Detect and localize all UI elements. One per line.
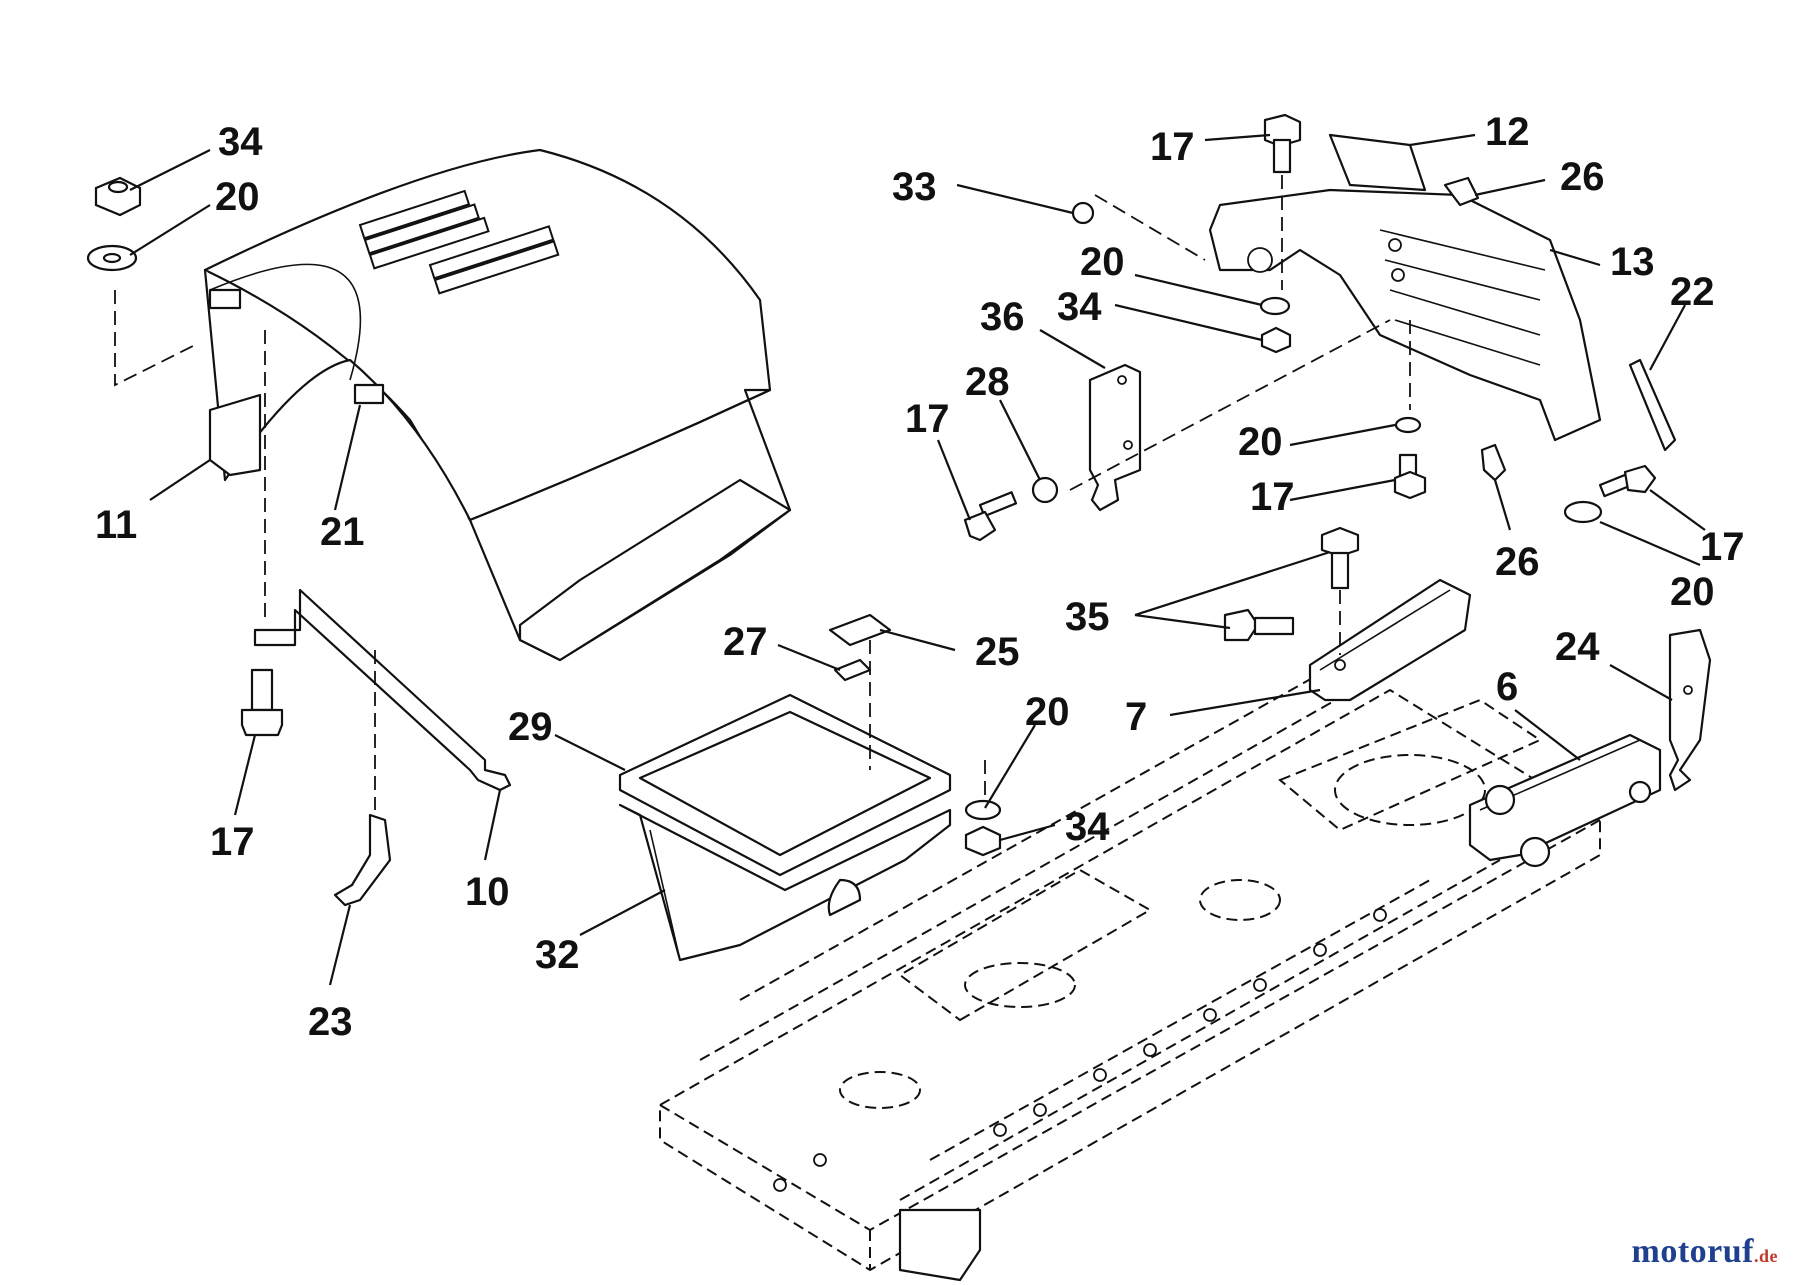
callout-27: 27	[723, 620, 768, 664]
washer-grille	[1259, 296, 1291, 316]
callout-10: 10	[465, 870, 510, 914]
leader-lines	[129, 133, 1706, 986]
bolt-35-top	[1320, 526, 1360, 590]
nut-grille	[1260, 326, 1292, 354]
bolt-35-side	[1223, 608, 1295, 642]
callout-20: 20	[1670, 570, 1715, 614]
callout-20: 20	[215, 175, 260, 219]
callout-28: 28	[965, 360, 1010, 404]
star-washer	[1031, 476, 1059, 504]
callout-24: 24	[1555, 625, 1600, 669]
callout-22: 22	[1670, 270, 1715, 314]
callout-34: 34	[218, 120, 263, 164]
bolt-28	[963, 491, 1018, 542]
bolt-mid	[1393, 453, 1427, 500]
washer-box	[964, 799, 1002, 821]
hood	[203, 148, 792, 662]
callout-35: 35	[1065, 595, 1110, 639]
callout-11: 11	[95, 503, 137, 547]
plug-cap	[1071, 201, 1095, 225]
bracket-plate-a	[828, 613, 892, 647]
watermark-text: motoruf	[1631, 1233, 1754, 1270]
cover-plate	[1328, 133, 1427, 192]
watermark-logo: motoruf.de	[1632, 1233, 1778, 1271]
callout-26: 26	[1560, 155, 1605, 199]
watermark-tld: .de	[1754, 1246, 1778, 1266]
nut-box	[964, 825, 1002, 857]
callout-labels: 34 20 11 21 17 23 10 27 25 29 32 20 34 1…	[95, 110, 1745, 1044]
trim-strip	[1628, 358, 1677, 452]
callout-13: 13	[1610, 240, 1655, 284]
bumper-pad	[353, 383, 385, 405]
washer-mid	[1394, 416, 1422, 434]
bolt-top	[1263, 113, 1302, 174]
side-panel	[208, 393, 262, 477]
washer	[86, 244, 138, 272]
callout-32: 32	[535, 933, 580, 977]
callout-20: 20	[1025, 690, 1070, 734]
support-rod	[253, 588, 512, 792]
side-plate-24	[1668, 628, 1712, 792]
clip-26-lower	[1480, 443, 1507, 482]
mount-bracket-7	[1308, 578, 1472, 702]
callout-6: 6	[1496, 665, 1518, 709]
callout-17: 17	[1150, 125, 1195, 169]
grille-bracket	[1208, 188, 1602, 442]
bracket-plate-b	[833, 658, 872, 682]
callout-17: 17	[905, 397, 950, 441]
callout-25: 25	[975, 630, 1020, 674]
mounting-clip	[333, 813, 392, 907]
callout-21: 21	[320, 510, 365, 554]
battery-box	[618, 693, 952, 962]
callout-20: 20	[1080, 240, 1125, 284]
side-bracket-36	[1088, 363, 1142, 512]
callout-33: 33	[892, 165, 937, 209]
hex-nut	[94, 176, 142, 217]
callout-17: 17	[1250, 475, 1295, 519]
washer-right	[1563, 500, 1603, 524]
callout-34: 34	[1065, 805, 1110, 849]
callout-7: 7	[1125, 695, 1147, 739]
callout-17: 17	[210, 820, 255, 864]
callout-36: 36	[980, 295, 1025, 339]
chassis-frame	[659, 639, 1601, 1282]
callout-12: 12	[1485, 110, 1530, 154]
clip-26-top	[1443, 176, 1480, 207]
callout-29: 29	[508, 705, 553, 749]
bumper-pad-upper	[208, 288, 242, 310]
callout-17: 17	[1700, 525, 1745, 569]
hood-vents	[358, 189, 560, 295]
callout-20: 20	[1238, 420, 1283, 464]
bolt-right	[1598, 464, 1657, 498]
callout-23: 23	[308, 1000, 353, 1044]
flange-bolt	[240, 668, 284, 737]
axle-bracket	[1468, 733, 1662, 868]
callout-34: 34	[1057, 285, 1102, 329]
callout-26: 26	[1495, 540, 1540, 584]
